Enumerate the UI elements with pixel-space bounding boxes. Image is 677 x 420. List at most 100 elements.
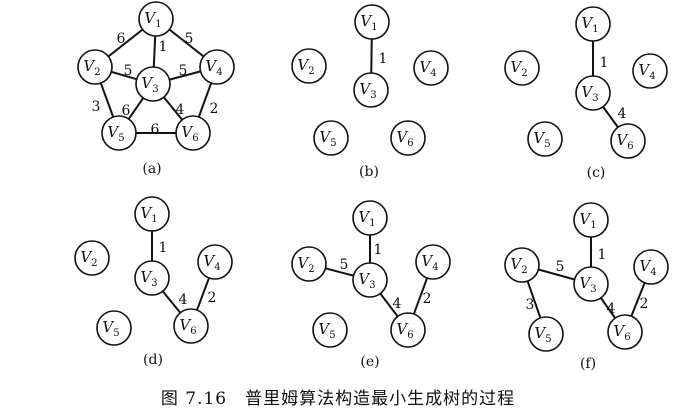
edge-v6-v4 [196,277,210,311]
node-circle [291,246,327,282]
node-v4: V4 [197,244,233,280]
node-label: V3 [358,270,375,291]
edge-v3-v6 [161,290,182,314]
node-v2: V2 [504,247,540,283]
node-circle [528,316,564,352]
edge-v3-v4 [169,70,201,81]
node-v4: V4 [413,50,449,86]
node-circle [354,4,390,40]
node-v2: V2 [291,246,327,282]
node-v5: V5 [312,312,348,348]
figure-caption: 图 7.16 普里姆算法构造最小生成树的过程 [161,389,515,409]
edge-weight: 4 [179,292,188,308]
node-circle [504,50,540,86]
edge-v2-v3 [111,70,137,81]
edge-weight: 6 [117,31,126,47]
node-label: V2 [510,255,527,276]
node-v6: V6 [610,123,646,159]
panel-label: (f) [580,356,596,372]
node-label: V4 [639,257,656,278]
node-circle [353,72,389,108]
node-label: V5 [318,320,335,341]
node-v1: V1 [354,4,390,40]
node-circle [134,196,170,232]
edge-weight: 4 [618,106,627,122]
node-label: V6 [396,128,413,149]
edge-weight: 5 [179,63,188,79]
node-circle [199,49,235,85]
node-label: V5 [319,128,336,149]
node-label: V3 [141,74,158,95]
node-circle [96,310,132,346]
node-circle [575,75,611,111]
edge-v1-v3 [152,35,157,68]
edge-v2-v3 [538,268,575,281]
node-circle [504,247,540,283]
edge-weight: 5 [556,259,565,275]
node-circle [575,6,611,42]
node-circle [352,200,388,236]
node-circle [633,249,669,285]
node-v5: V5 [527,121,563,157]
node-v5: V5 [96,310,132,346]
edge-v3-v6 [162,96,184,121]
node-circle [573,202,609,238]
node-circle [138,1,174,37]
node-label: V2 [510,58,527,79]
edge-weight: 4 [176,102,185,118]
node-circle [390,120,426,156]
node-label: V4 [205,57,222,78]
node-v4: V4 [633,249,669,285]
node-v1: V1 [134,196,170,232]
edge-weight: 1 [600,55,609,71]
node-label: V2 [297,56,314,77]
edge-weight: 2 [210,101,219,117]
node-label: V2 [80,248,97,269]
node-circle [101,115,137,151]
node-v5: V5 [313,120,349,156]
node-v3: V3 [352,262,388,298]
node-v3: V3 [575,75,611,111]
node-label: V4 [419,58,436,79]
node-v2: V2 [77,49,113,85]
panel-label: (c) [587,165,606,181]
edge-weight: 2 [640,296,649,312]
node-label: V3 [581,83,598,104]
node-circle [413,50,449,86]
node-v3: V3 [135,66,171,102]
node-circle [134,260,170,296]
node-v5: V5 [101,115,137,151]
node-label: V6 [396,320,413,341]
node-circle [415,244,451,280]
edge-weight: 2 [423,291,432,307]
panel-label: (a) [142,161,161,177]
node-v2: V2 [74,240,110,276]
node-label: V6 [613,322,630,343]
node-circle [291,48,327,84]
edge-weight: 6 [151,122,160,138]
node-v1: V1 [573,202,609,238]
edge-v3-v5 [127,97,145,120]
edge-weight: 6 [122,103,131,119]
panel-label: (b) [359,164,379,180]
node-v2: V2 [291,48,327,84]
node-label: V4 [203,252,220,273]
node-label: V5 [534,324,551,345]
edge-v3-v6 [600,297,616,319]
node-circle [313,120,349,156]
edge-v6-v4 [412,277,429,315]
node-label: V1 [581,14,598,35]
node-label: V3 [579,274,596,295]
edge-weight: 1 [159,39,168,55]
node-label: V6 [179,316,196,337]
edge-v1-v2 [107,28,144,58]
edge-weight: 5 [185,31,194,47]
edge-v2-v5 [526,280,542,319]
node-label: V1 [360,12,377,33]
node-label: V1 [144,9,161,30]
node-v6: V6 [607,314,643,350]
